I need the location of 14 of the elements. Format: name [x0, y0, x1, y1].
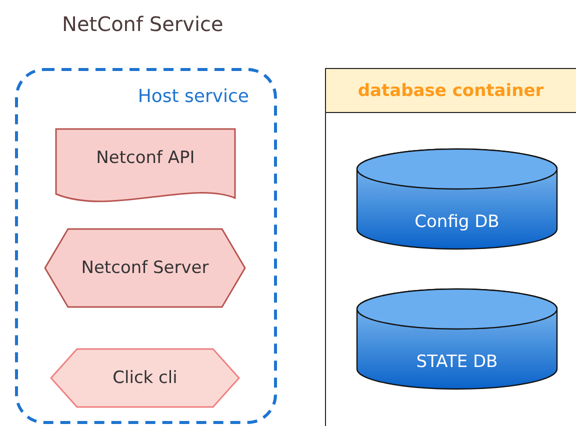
hexagon-shape	[50, 348, 240, 408]
panel-header: database container	[326, 69, 576, 113]
group-label: Host service	[138, 86, 249, 107]
node-label: Netconf Server	[81, 258, 209, 278]
hexagon-shape	[44, 228, 246, 308]
node-label: Config DB	[414, 212, 500, 232]
database-cylinder	[356, 149, 558, 249]
diagram-title: NetConf Service	[62, 12, 224, 36]
group-container	[15, 68, 277, 424]
container-panel	[325, 68, 576, 426]
node-label: Netconf API	[96, 148, 195, 168]
node-label: Click cli	[112, 368, 178, 388]
node-label: STATE DB	[416, 352, 498, 372]
database-cylinder	[356, 289, 558, 389]
